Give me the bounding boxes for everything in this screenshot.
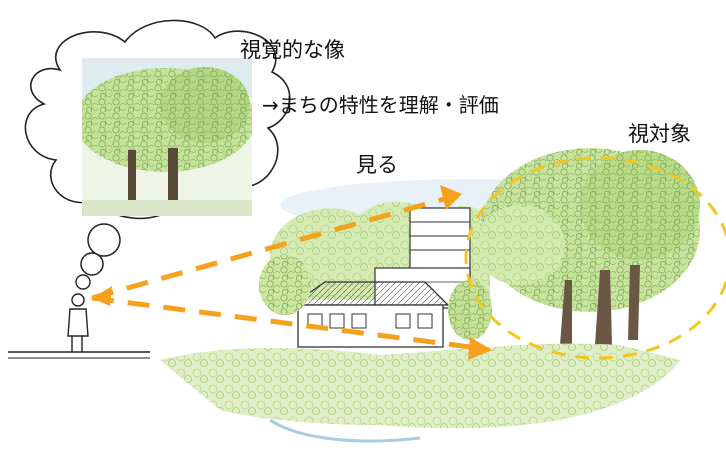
view-target-label: 視対象 [628, 122, 691, 146]
see-label: 見る [356, 153, 398, 177]
house-icon [289, 281, 450, 348]
remembered-tree-image [82, 58, 252, 216]
view-target-ellipse [464, 156, 726, 360]
shrubs [259, 255, 492, 340]
town-character-label: →まちの特性を理解・評価 [262, 93, 499, 117]
tree-icon [475, 148, 700, 345]
foreground-slope [160, 343, 680, 443]
arrow-icon [91, 185, 492, 360]
visual-image-label: 視覚的な像 [240, 38, 345, 62]
person-icon [8, 293, 150, 359]
